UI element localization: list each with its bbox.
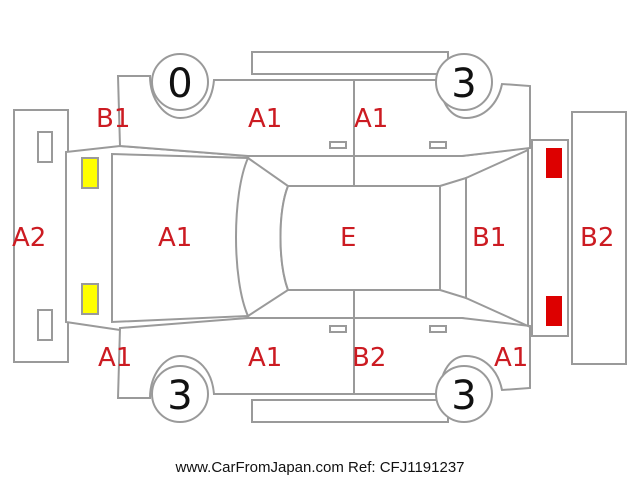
trunk-panel — [465, 148, 529, 328]
code-right-rear-door: B2 — [352, 343, 386, 373]
tire-rear-left — [435, 53, 493, 111]
left-side-strip — [251, 51, 449, 75]
code-rear-right-quarter: A1 — [494, 343, 528, 373]
code-left-rear-door: A1 — [354, 104, 388, 134]
right-rear-door-handle — [429, 325, 447, 333]
front-bumper-vent-bottom — [37, 309, 53, 341]
taillight-right — [546, 296, 562, 326]
code-roof: E — [340, 223, 356, 253]
tire-front-right-value: 3 — [167, 373, 192, 419]
front-bumper-vent-top — [37, 131, 53, 163]
right-side-strip — [251, 399, 449, 423]
code-rear-bumper: B2 — [580, 223, 614, 253]
headlight-right — [81, 283, 99, 315]
headlight-left — [81, 157, 99, 189]
code-front-right-fender: A1 — [98, 343, 132, 373]
tire-rear-right — [435, 365, 493, 423]
tire-front-right — [151, 365, 209, 423]
left-rear-door-handle — [429, 141, 447, 149]
rear-window — [439, 176, 467, 300]
front-bumper-panel — [13, 109, 69, 363]
tire-front-left — [151, 53, 209, 111]
left-front-door-handle — [329, 141, 347, 149]
roof-panel — [279, 185, 441, 291]
code-right-front-door: A1 — [248, 343, 282, 373]
tire-rear-right-value: 3 — [451, 373, 476, 419]
taillight-left — [546, 148, 562, 178]
tire-rear-left-value: 3 — [451, 61, 476, 107]
code-left-front-door: A1 — [248, 104, 282, 134]
rear-bumper-panel — [571, 111, 627, 365]
code-front-left-fender: B1 — [96, 104, 130, 134]
footer-reference: www.CarFromJapan.com Ref: CFJ1191237 — [175, 459, 465, 476]
tire-front-left-value: 0 — [167, 61, 192, 107]
right-front-door-handle — [329, 325, 347, 333]
code-hood: A1 — [158, 223, 192, 253]
code-trunk: B1 — [472, 223, 506, 253]
code-front-bumper: A2 — [12, 223, 46, 253]
